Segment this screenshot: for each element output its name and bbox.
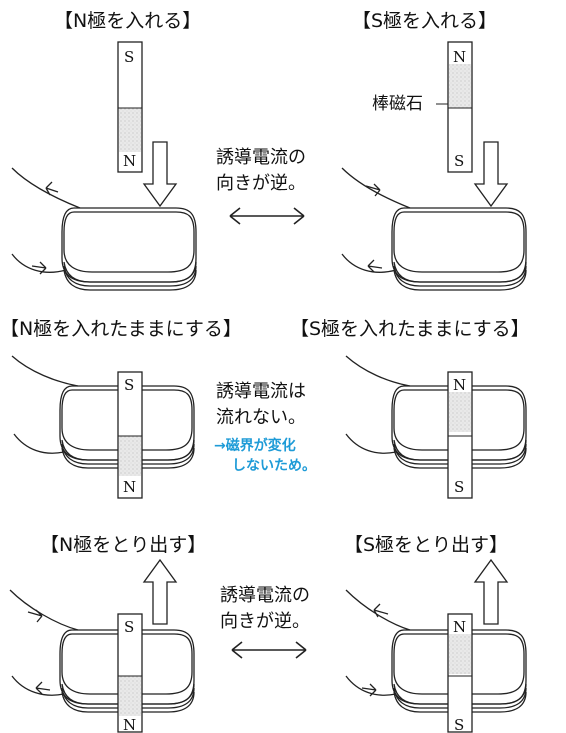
row2-left-lead-bottom <box>13 433 65 454</box>
row2-right-lead-top <box>345 355 411 387</box>
row1-middle-line1: 誘導電流の <box>216 147 306 168</box>
row2-right-heading: 【S極を入れたままにする】 <box>290 318 530 340</box>
row2-middle-line1: 誘導電流は <box>216 381 306 402</box>
row3-left-current-arrow-top <box>27 609 43 623</box>
row3-left-current-arrow-bottom <box>35 681 51 695</box>
row1-left-coil <box>61 207 197 291</box>
row1-left-lead-bottom <box>11 253 67 273</box>
row1-left-motion-arrow <box>142 141 178 208</box>
row3-left-magnet-bottom-pole: N <box>123 716 136 733</box>
row1-left-magnet-bottom-pole: N <box>123 152 136 170</box>
row1-right-heading: 【S極を入れる】 <box>352 10 498 32</box>
row2-left-lead-top <box>11 355 79 387</box>
row3-right-lead-bottom <box>345 675 397 696</box>
row3-left-heading: 【N極をとり出す】 <box>40 534 207 556</box>
row1-right-motion-arrow <box>473 141 509 208</box>
row2-right-magnet: N S <box>447 371 473 499</box>
row3-middle-line1: 誘導電流の <box>220 585 310 606</box>
row1-left-magnet: S N <box>117 41 143 173</box>
row2-left-magnet-top-pole: S <box>124 376 134 394</box>
row1-left-current-arrow-bottom <box>31 261 47 275</box>
row3-left-motion-arrow <box>142 558 178 625</box>
row3-left-lead-bottom <box>11 675 65 696</box>
row1-left-heading: 【N極を入れる】 <box>54 10 202 32</box>
magnet-label: 棒磁石 <box>372 94 423 114</box>
row3-right-motion-arrow <box>473 558 509 625</box>
row3-left-lead-top <box>9 589 79 631</box>
row2-note-line1: →磁界が変化 <box>214 438 296 454</box>
row3-double-arrow <box>231 641 307 659</box>
row2-right-magnet-top-pole: N <box>453 376 466 394</box>
row3-right-magnet-bottom-pole: S <box>454 716 464 733</box>
row2-right-lead-bottom <box>345 433 397 454</box>
row3-right-lead-top <box>345 589 411 631</box>
row3-right-current-arrow-bottom <box>361 683 377 697</box>
row1-right-magnet-bottom-pole: S <box>454 152 464 170</box>
row3-left-magnet: S N <box>117 613 143 733</box>
row1-right-lead-bottom <box>341 253 397 273</box>
row1-left-magnet-top-pole: S <box>124 48 134 66</box>
row1-middle-line2: 向きが逆。 <box>216 173 306 194</box>
row3-right-magnet-top-pole: N <box>453 618 466 636</box>
row1-left-current-arrow-top <box>45 181 59 196</box>
row3-middle-line2: 向きが逆。 <box>220 611 310 632</box>
row2-right-magnet-bottom-pole: S <box>454 478 464 496</box>
row3-right-magnet: N S <box>447 613 473 733</box>
row2-left-magnet-bottom-pole: N <box>123 478 136 496</box>
row1-right-lead-top <box>341 167 411 209</box>
row1-right-coil <box>391 207 527 291</box>
row3-right-current-arrow-top <box>373 603 389 618</box>
row1-right-magnet: N S <box>447 41 473 173</box>
row1-double-arrow <box>229 207 305 225</box>
row2-left-magnet: S N <box>117 371 143 499</box>
row1-right-magnet-top-pole: N <box>453 48 466 66</box>
row2-note-line2: しないため。 <box>232 458 316 474</box>
row3-left-magnet-top-pole: S <box>124 618 134 636</box>
row2-middle-line2: 流れない。 <box>216 407 306 428</box>
row1-right-current-arrow-top <box>365 183 381 197</box>
row3-right-heading: 【S極をとり出す】 <box>344 534 509 556</box>
row1-left-lead-top <box>11 167 81 209</box>
row2-left-heading: 【N極を入れたままにする】 <box>0 318 242 340</box>
row1-right-current-arrow-bottom <box>367 259 383 273</box>
